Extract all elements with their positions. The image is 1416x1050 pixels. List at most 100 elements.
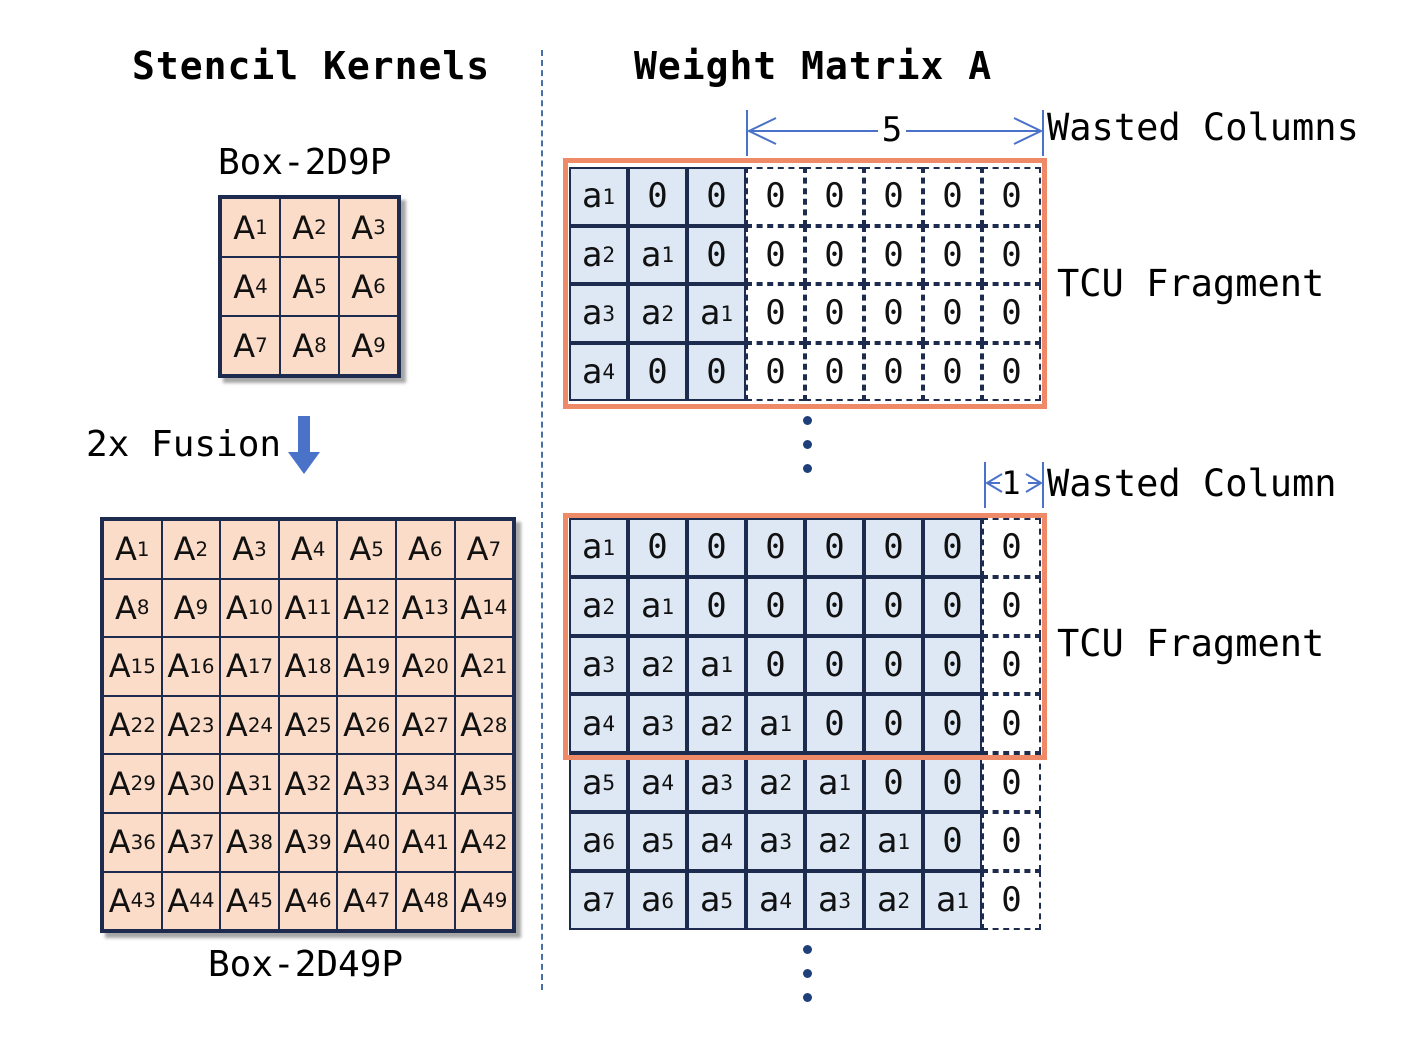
wasted-column-label: Wasted Column xyxy=(1047,462,1337,505)
matrix-cell: 0 xyxy=(923,635,982,695)
wasted-matrix-cell: 0 xyxy=(805,342,864,401)
matrix-cell: 0 xyxy=(687,576,746,636)
matrix-cell: 0 xyxy=(864,694,923,754)
matrix-cell: 0 xyxy=(805,518,864,577)
wasted-matrix-cell: 0 xyxy=(864,284,923,343)
wasted-matrix-cell: 0 xyxy=(982,753,1041,812)
wasted-matrix-cell: 0 xyxy=(864,225,923,284)
wasted-matrix-cell: 0 xyxy=(746,225,805,284)
box-2d49p-label: Box-2D49P xyxy=(208,944,404,985)
matrix-cell: 0 xyxy=(923,694,982,754)
wasted-matrix-cell: 0 xyxy=(923,225,982,284)
ellipsis-dot xyxy=(803,416,812,425)
matrix-cell: 0 xyxy=(923,518,982,577)
matrix-cell: 0 xyxy=(805,576,864,636)
ellipsis-dot xyxy=(803,993,812,1002)
matrix-cell: 0 xyxy=(805,635,864,695)
wasted-matrix-cell: 0 xyxy=(746,342,805,401)
matrix-cell: 0 xyxy=(864,518,923,577)
wasted-matrix-cell: 0 xyxy=(982,167,1041,226)
matrix-cell: 0 xyxy=(628,518,687,577)
tcu-fragment-top-label: TCU Fragment xyxy=(1057,262,1325,305)
ellipsis-dot xyxy=(803,945,812,954)
matrix-cell: 0 xyxy=(923,576,982,636)
matrix-cell: 0 xyxy=(746,635,805,695)
wasted-matrix-cell: 0 xyxy=(982,576,1041,636)
wasted-matrix-cell: 0 xyxy=(982,870,1041,930)
matrix-cell: 0 xyxy=(687,167,746,226)
wasted-columns-count: 5 xyxy=(881,110,903,150)
matrix-cell: 0 xyxy=(805,694,864,754)
matrix-cell: 0 xyxy=(923,811,982,871)
wasted-matrix-cell: 0 xyxy=(982,694,1041,754)
box-2d9p-label: Box-2D9P xyxy=(218,142,392,183)
wasted-matrix-cell: 0 xyxy=(982,518,1041,577)
wasted-matrix-cell: 0 xyxy=(805,167,864,226)
matrix-cell: 0 xyxy=(864,635,923,695)
wasted-column-count: 1 xyxy=(1001,464,1021,502)
fusion-label: 2x Fusion xyxy=(86,424,282,465)
wasted-column-dimension xyxy=(984,462,1044,508)
weight-matrix-title: Weight Matrix A xyxy=(634,44,993,88)
matrix-cell: 0 xyxy=(864,576,923,636)
wasted-matrix-cell: 0 xyxy=(923,342,982,401)
